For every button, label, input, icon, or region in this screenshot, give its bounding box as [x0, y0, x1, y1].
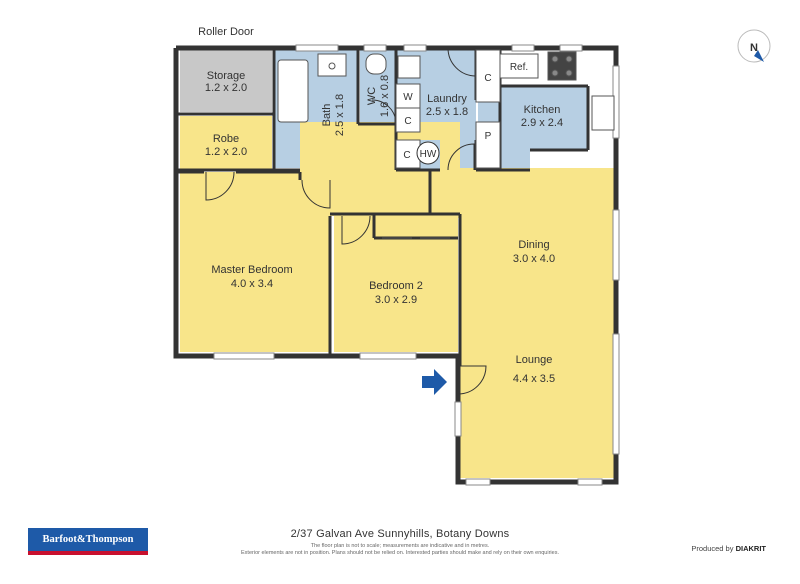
storage-room — [180, 50, 272, 112]
pantry-label: P — [485, 131, 492, 142]
agency-logo-text: Barfoot&Thompson — [42, 534, 134, 545]
master-bedroom-room — [180, 172, 330, 352]
laundry-dims: 2.5 x 1.8 — [426, 106, 468, 118]
fixtures — [277, 49, 615, 169]
master-bedroom-dims: 4.0 x 3.4 — [231, 278, 273, 290]
cupboard-label-3: C — [484, 73, 491, 84]
wc-dims: 1.6 x 0.8 — [379, 75, 391, 117]
disclaimer-line-2: Exterior elements are not in position. P… — [241, 550, 559, 556]
bedroom-2-dims: 3.0 x 2.9 — [375, 294, 417, 306]
kitchen-name: Kitchen — [524, 104, 561, 116]
washer-label: W — [403, 92, 413, 103]
robe-name: Robe — [213, 133, 239, 145]
bath-name: Bath — [321, 104, 333, 127]
master-bedroom-name: Master Bedroom — [211, 264, 292, 276]
storage-dims: 1.2 x 2.0 — [205, 82, 247, 94]
dining-name: Dining — [518, 239, 549, 251]
credit-prefix: Produced by — [691, 544, 734, 553]
lounge-dims: 4.4 x 3.5 — [513, 373, 555, 385]
entry-arrow-icon — [422, 369, 447, 395]
agency-logo-stripe — [28, 551, 148, 555]
hot-water-label: HW — [420, 149, 437, 160]
kitchen-dims: 2.9 x 2.4 — [521, 117, 563, 129]
fridge-label: Ref. — [510, 62, 528, 73]
storage-name: Storage — [207, 70, 246, 82]
roller-door-label: Roller Door — [198, 26, 254, 38]
laundry-name: Laundry — [427, 93, 467, 105]
agency-logo: Barfoot&Thompson — [28, 528, 148, 555]
cupboard-label-2: C — [403, 150, 410, 161]
property-address: 2/37 Galvan Ave Sunnyhills, Botany Downs — [290, 528, 510, 540]
dining-ext — [430, 168, 470, 218]
hot-water-unit — [416, 141, 440, 165]
dining-dims: 3.0 x 4.0 — [513, 253, 555, 265]
compass-label: N — [750, 42, 758, 54]
robe-room — [180, 116, 272, 170]
robe-dims: 1.2 x 2.0 — [205, 146, 247, 158]
wc-name: WC — [366, 87, 378, 105]
outer-walls — [173, 45, 619, 485]
compass-icon: N — [737, 29, 771, 63]
cupboard-label-1: C — [404, 116, 411, 127]
bath-dims: 2.5 x 1.8 — [334, 94, 346, 136]
door-swings — [205, 47, 487, 395]
windows — [213, 44, 620, 486]
bedroom-2-name: Bedroom 2 — [369, 280, 423, 292]
producer-credit: Produced by DIAKRIT — [691, 544, 766, 553]
credit-brand: DIAKRIT — [735, 544, 766, 553]
disclaimer-line-1: The floor plan is not to scale; measurem… — [310, 543, 490, 549]
lounge-name: Lounge — [516, 354, 553, 366]
dining-lounge-room — [460, 168, 614, 478]
